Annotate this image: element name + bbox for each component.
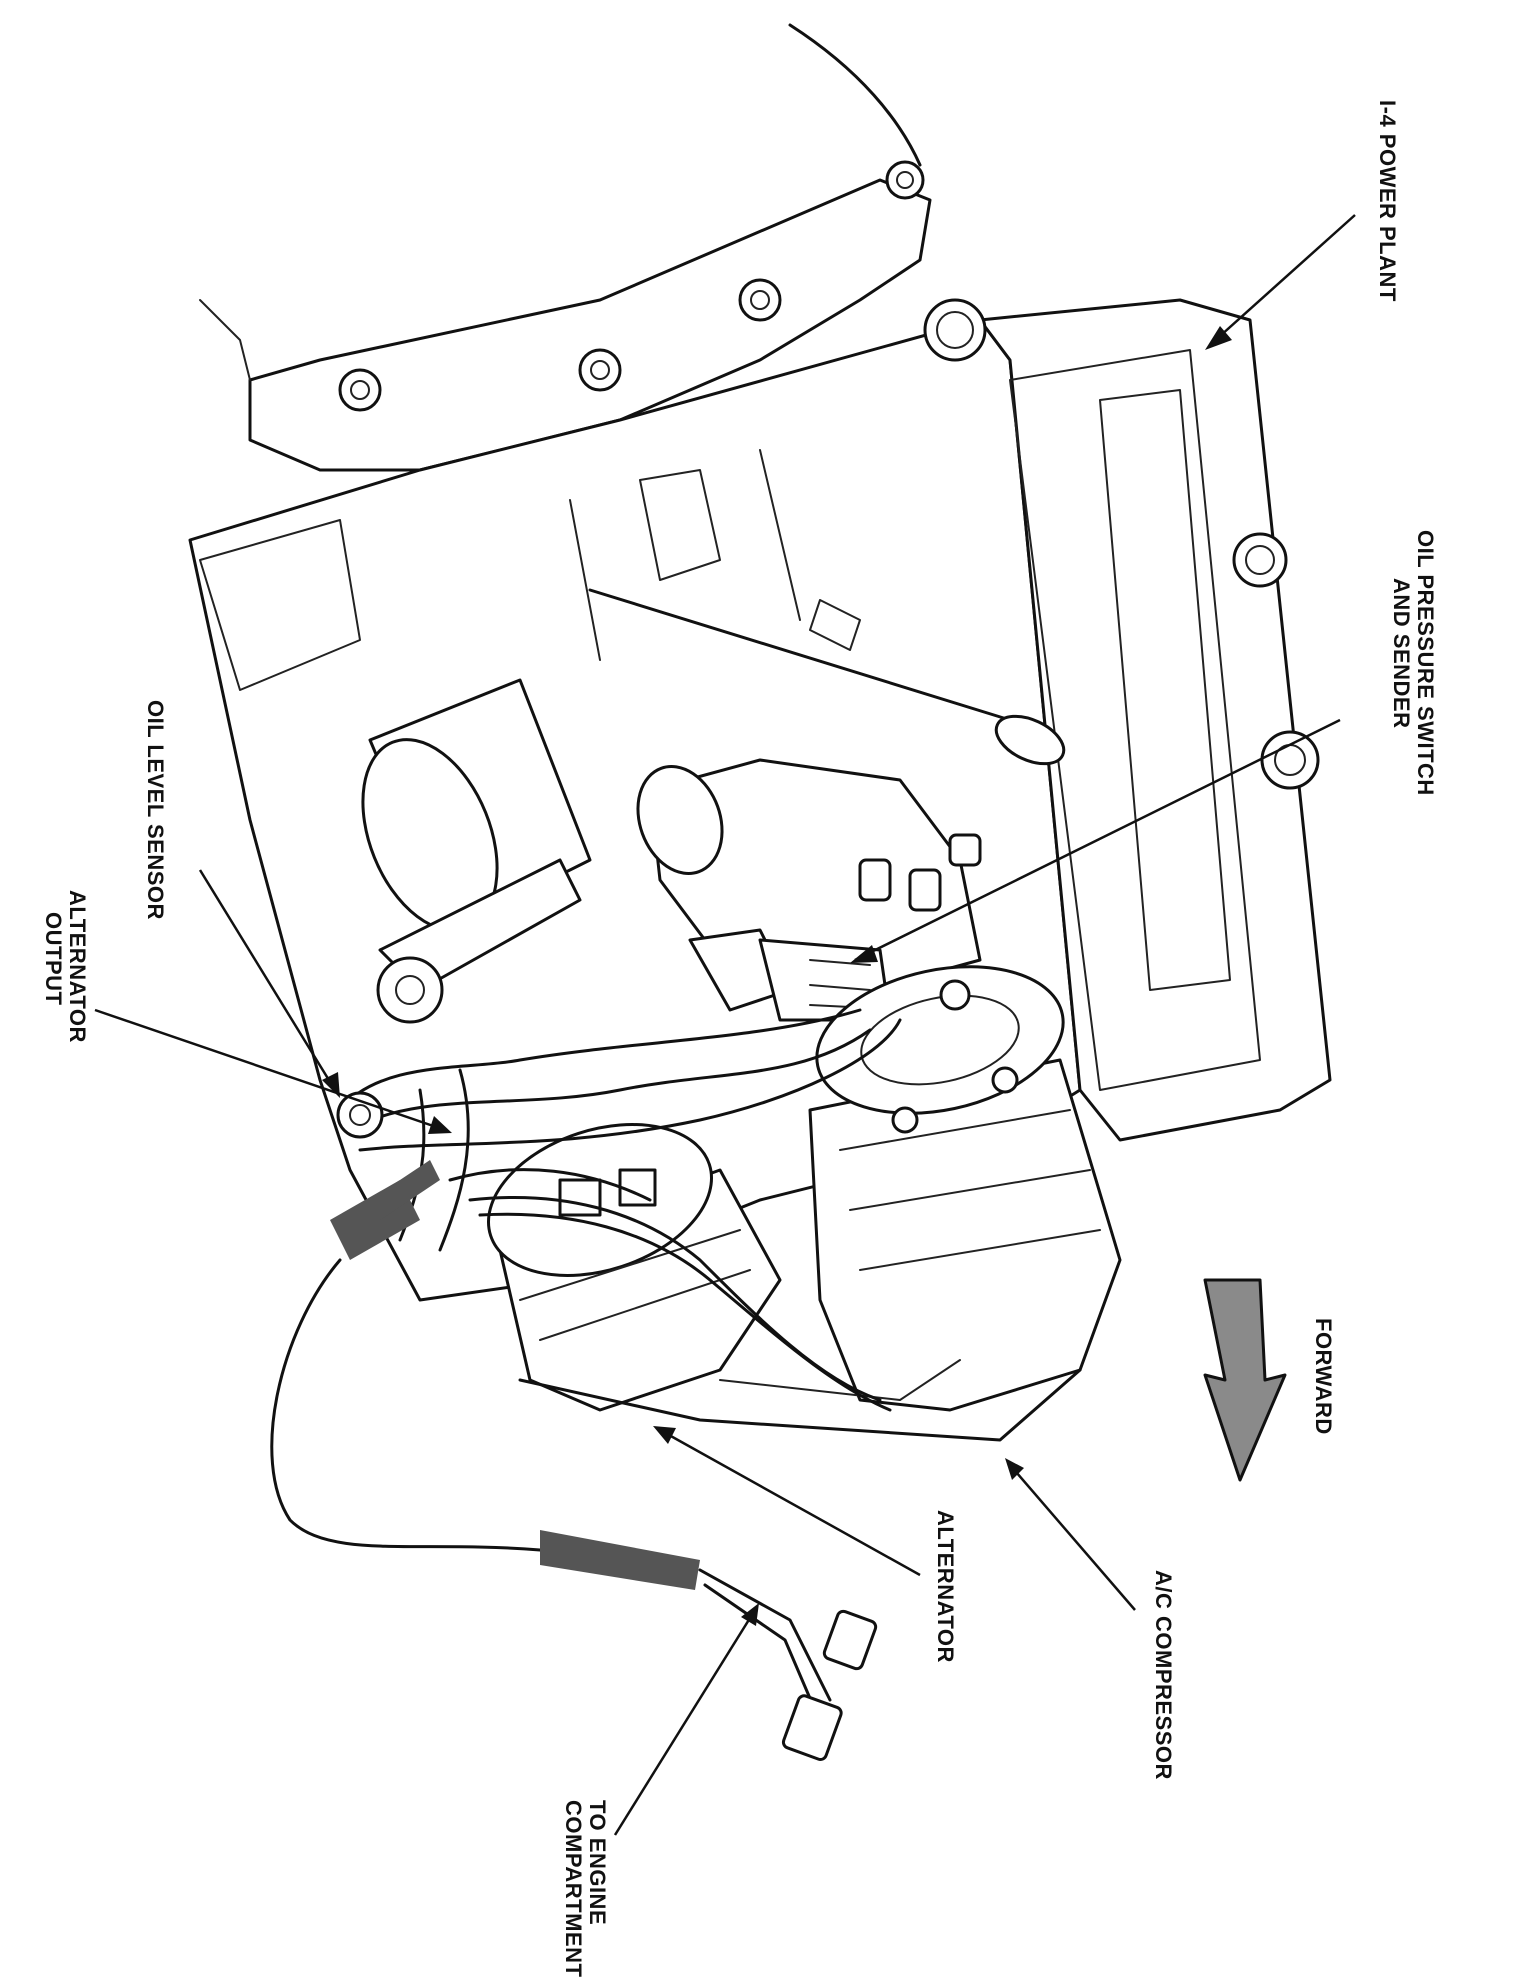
oil-pan-lower [518,1368,1082,1442]
label-ac-compressor: A/C COMPRESSOR [1151,1570,1176,1780]
svg-text:TO ENGINE: TO ENGINE [585,1800,610,1925]
bellhousing-arc [788,23,922,167]
svg-text:ALTERNATOR: ALTERNATOR [65,890,90,1043]
label-forward: FORWARD [1311,1318,1336,1435]
engine-compartment-connector [781,1694,843,1761]
oil-filler [923,298,987,362]
starter-terminal-3 [948,833,982,867]
svg-text:AND SENDER: AND SENDER [1389,578,1414,728]
svg-text:OUTPUT: OUTPUT [41,912,66,1006]
flange-tab [199,299,251,381]
leader-lines [94,214,1356,1836]
block-face-left [199,519,361,691]
valve-cover [978,298,1332,1142]
ac-compressor-body [808,1058,1122,1412]
starter-terminal-2 [908,868,942,912]
alternator-plug [558,1178,602,1217]
label-oil-pressure-switch: OIL PRESSURE SWITCH AND SENDER [1389,530,1438,796]
label-alternator-output: ALTERNATOR OUTPUT [41,890,90,1043]
starter-terminal-1 [858,858,892,902]
harness-loom-tail [540,1530,700,1590]
flange-bolts [338,160,925,412]
engine-illustration [188,23,1332,1761]
wiring-harness [270,1008,902,1761]
starter-end [636,765,724,875]
dipstick-tube [588,588,1012,722]
forward-arrow [1203,1278,1287,1482]
label-oil-level-sensor: OIL LEVEL SENSOR [143,700,168,920]
valve-cover-grommet-1 [1232,532,1288,588]
dipstick-loop [994,714,1066,766]
label-engine-compartment-wiring: TO ENGINE COMPARTMENT WIRING [561,1800,610,1982]
bellhousing-flange [248,178,932,472]
label-alternator: ALTERNATOR [933,1510,958,1663]
block-rib [639,469,721,581]
bracket-pivot [376,956,444,1024]
dipstick-clip [809,599,861,651]
label-power-plant: I-4 POWER PLANT [1375,100,1400,302]
svg-text:OIL PRESSURE SWITCH: OIL PRESSURE SWITCH [1413,530,1438,796]
block-ribs [569,449,801,661]
valve-cover-rib [1099,389,1231,991]
svg-text:COMPARTMENT WIRING: COMPARTMENT WIRING [561,1800,586,1982]
valve-cover-grommet-2 [1260,730,1320,790]
